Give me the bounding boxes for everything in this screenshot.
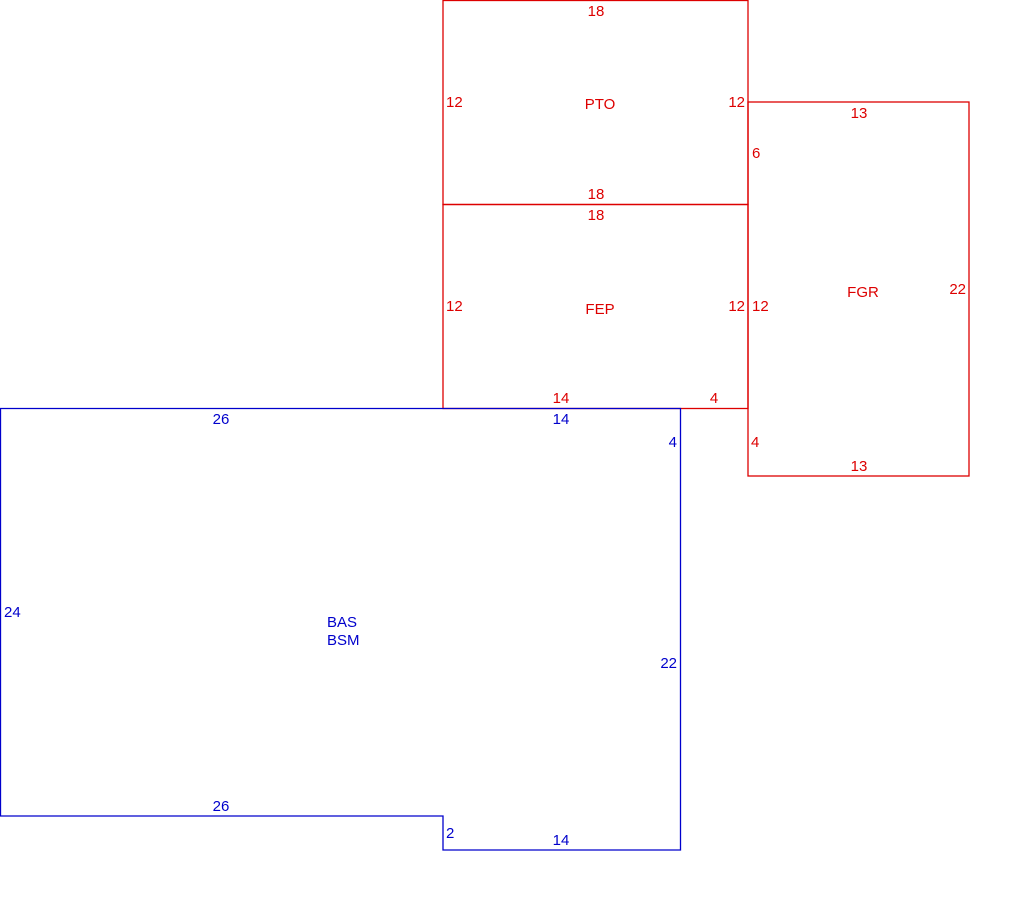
bas-step-dimension-2: 2 (446, 825, 454, 842)
fgr-left-dimension-12: 12 (752, 298, 769, 315)
bas-outline (0, 407, 682, 851)
fgr-bottom-dimension: 13 (851, 458, 868, 475)
fep-bottom-dimension-4: 4 (710, 390, 718, 407)
fgr-area-label: FGR (847, 284, 879, 301)
bas-right-dimension-4: 4 (669, 434, 677, 451)
pto-bottom-dimension: 18 (588, 186, 605, 203)
bas-area-label: BAS (327, 614, 357, 631)
pto-area-label: PTO (585, 96, 616, 113)
fep-area-label: FEP (585, 301, 614, 318)
pto-right-dimension: 12 (728, 94, 745, 111)
pto-left-dimension: 12 (446, 94, 463, 111)
bas-bottom-dimension-26: 26 (213, 798, 230, 815)
fep-right-dimension: 12 (728, 298, 745, 315)
fgr-right-dimension: 22 (949, 281, 966, 298)
fep-bottom-dimension-14: 14 (553, 390, 570, 407)
pto-top-dimension: 18 (588, 3, 605, 20)
bas-bottom-dimension-14: 14 (553, 832, 570, 849)
fgr-left-dimension-6: 6 (752, 145, 760, 162)
fep-top-dimension: 18 (588, 207, 605, 224)
fep-left-dimension: 12 (446, 298, 463, 315)
bsm-area-label: BSM (327, 632, 360, 649)
fgr-left-dimension-4: 4 (751, 434, 759, 451)
fgr-top-dimension: 13 (851, 105, 868, 122)
bas-right-dimension-22: 22 (660, 655, 677, 672)
bas-left-dimension: 24 (4, 604, 21, 621)
bas-top-dimension-26: 26 (213, 411, 230, 428)
bas-top-dimension-14: 14 (553, 411, 570, 428)
fgr-outline (747, 101, 970, 477)
addition-areas (442, 0, 970, 477)
